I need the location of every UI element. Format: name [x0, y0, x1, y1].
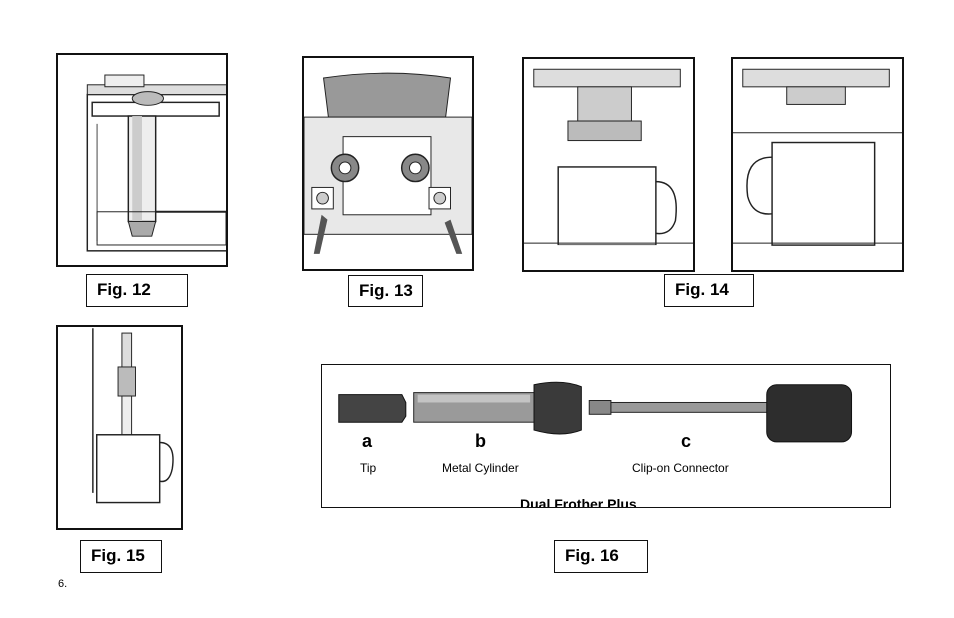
frother-parts-drawing: [338, 381, 853, 443]
fig16-label: Fig. 16: [554, 540, 648, 573]
fig13-illustration: [302, 56, 474, 271]
part-b-name: Metal Cylinder: [442, 461, 519, 475]
fig12-label: Fig. 12: [86, 274, 188, 307]
small-cup-drawing: [524, 68, 693, 270]
large-mug-drawing: [733, 68, 902, 246]
spout-drawing: [304, 72, 472, 254]
fig12-illustration: [56, 53, 228, 267]
part-a-name: Tip: [360, 461, 377, 475]
fig14-label: Fig. 14: [664, 274, 754, 307]
part-b-letter: b: [475, 431, 486, 451]
fig15-label: Fig. 15: [80, 540, 162, 573]
frother-caption: Dual Frother Plus: [514, 496, 643, 507]
fig15-illustration: [56, 325, 183, 530]
part-c-letter: c: [681, 431, 692, 451]
page-number: 6.: [58, 578, 68, 590]
fig16-illustration: a Tip b Metal Cylinder c Clip-on Connect…: [321, 364, 891, 508]
fig14-illustration-right: [731, 57, 904, 272]
part-c-name: Clip-on Connector: [632, 461, 729, 475]
fig13-label: Fig. 13: [348, 275, 423, 307]
frother-in-cup-drawing: [92, 328, 174, 504]
fig14-illustration-left: [522, 57, 695, 272]
water-filter-drawing: [86, 74, 226, 252]
part-a-letter: a: [362, 431, 373, 451]
